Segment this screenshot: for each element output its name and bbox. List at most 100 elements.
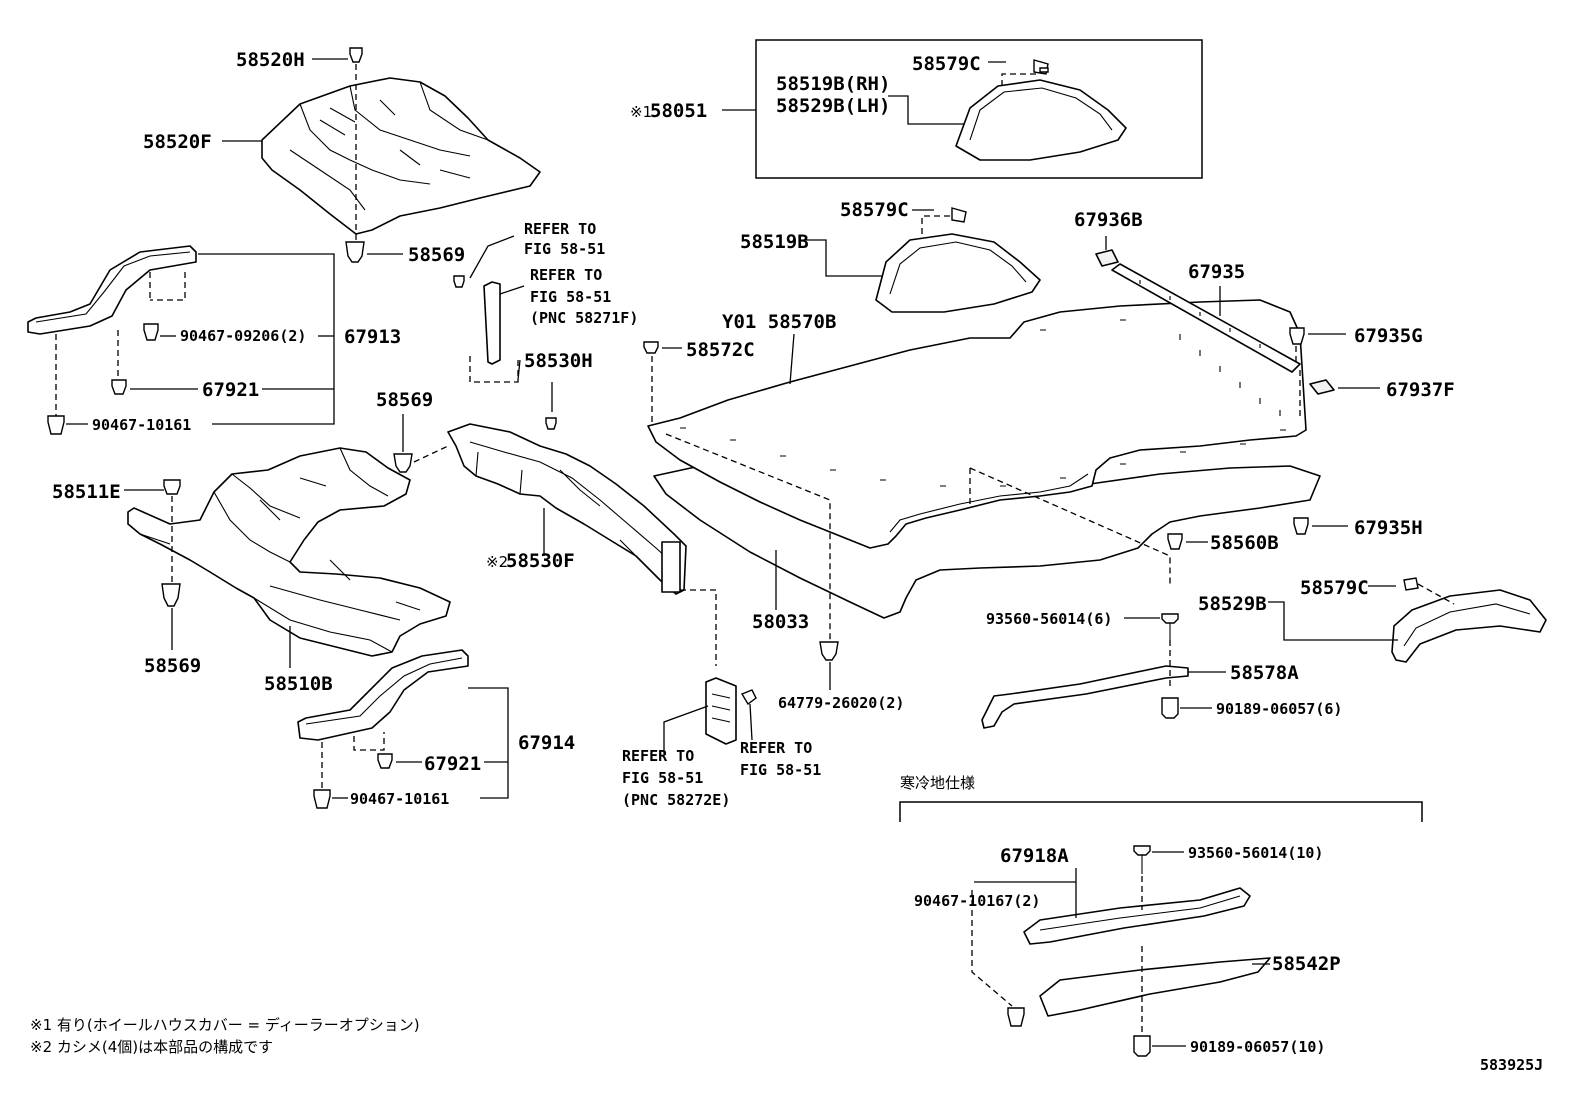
clip-67921-top xyxy=(111,379,127,395)
label-cold-spec: 寒冷地仕様 xyxy=(900,774,975,792)
diagram-code: 583925J xyxy=(1480,1056,1543,1074)
label-93560-6: 93560-56014(6) xyxy=(986,610,1112,628)
refer3-line2: FIG 58-51 xyxy=(622,769,703,787)
clip-67935G xyxy=(1289,327,1305,345)
label-58051: 58051 xyxy=(650,100,707,122)
label-67921-low: 67921 xyxy=(424,753,481,775)
label-58520H: 58520H xyxy=(236,49,305,71)
part-67918A-plate xyxy=(1023,887,1251,945)
refer4-line2: FIG 58-51 xyxy=(740,761,821,779)
clip-58579C-low xyxy=(1403,577,1419,591)
refer3-line3: (PNC 58272E) xyxy=(622,791,730,809)
part-58578A-bracket xyxy=(981,665,1189,729)
clip-58511E xyxy=(163,479,181,495)
label-58519B-RH: 58519B(RH) xyxy=(776,73,890,95)
part-58570B-floor-board xyxy=(647,299,1307,549)
clip-90189-6 xyxy=(1161,697,1179,719)
clip-58520H xyxy=(349,47,363,63)
part-58520F-floor-cover xyxy=(261,77,541,235)
clip-64779 xyxy=(819,641,839,661)
clip-58569-top xyxy=(345,241,365,263)
label-67935: 67935 xyxy=(1188,261,1245,283)
part-67937F-pad xyxy=(1309,379,1335,395)
clip-refer-4 xyxy=(740,689,757,706)
clip-67935H xyxy=(1293,517,1309,535)
mark2-58530F: ※2 xyxy=(486,553,508,571)
part-67914-scuff-plate xyxy=(297,649,469,741)
label-67914: 67914 xyxy=(518,732,575,754)
label-58579C-mid: 58579C xyxy=(840,199,909,221)
clip-58579C-mid xyxy=(951,207,967,223)
label-90467-10161-top: 90467-10161 xyxy=(92,416,191,434)
clip-90467-10161-top xyxy=(47,415,65,435)
part-67935-rail xyxy=(1111,263,1301,373)
refer2-line2: FIG 58-51 xyxy=(530,288,611,306)
label-67918A: 67918A xyxy=(1000,845,1069,867)
label-58529B: 58529B xyxy=(1198,593,1267,615)
clip-90467-10167 xyxy=(1007,1007,1025,1027)
label-58511E: 58511E xyxy=(52,481,121,503)
refer2-line1: REFER TO xyxy=(530,266,602,284)
label-58569-low: 58569 xyxy=(144,655,201,677)
part-58519B-cover xyxy=(875,233,1041,313)
part-58510B-floor-carpet xyxy=(127,447,451,657)
clip-58560B xyxy=(1167,533,1183,550)
label-58570B: Y01 58570B xyxy=(722,311,836,333)
part-bracket-58271F xyxy=(483,281,501,365)
mark1-58051: ※1 xyxy=(630,103,652,121)
part-58542P-panel xyxy=(1039,957,1271,1017)
label-58530F: 58530F xyxy=(506,550,575,572)
refer1-line2: FIG 58-51 xyxy=(524,240,605,258)
label-93560-10: 93560-56014(10) xyxy=(1188,844,1323,862)
clip-90467-09206 xyxy=(143,323,159,341)
label-90467-09206: 90467-09206(2) xyxy=(180,327,306,345)
label-58520F: 58520F xyxy=(143,131,212,153)
label-58569-top: 58569 xyxy=(408,244,465,266)
label-67935H: 67935H xyxy=(1354,517,1423,539)
label-58542P: 58542P xyxy=(1272,953,1341,975)
label-58579C-box: 58579C xyxy=(912,53,981,75)
label-58529B-LH: 58529B(LH) xyxy=(776,95,890,117)
label-90467-10161-low: 90467-10161 xyxy=(350,790,449,808)
label-67935G: 67935G xyxy=(1354,325,1423,347)
label-67937F: 67937F xyxy=(1386,379,1455,401)
clip-93560-6 xyxy=(1161,613,1179,640)
part-58519B-cover-box xyxy=(955,79,1127,161)
box-58051-set xyxy=(755,39,1203,179)
footnote-1: ※1 有り(ホイールハウスカバー = ディーラーオプション) xyxy=(30,1016,420,1034)
part-67936B-pad xyxy=(1095,249,1119,267)
label-58579C-low: 58579C xyxy=(1300,577,1369,599)
part-67913-scuff-plate xyxy=(27,245,197,335)
clip-58569-low xyxy=(161,583,181,607)
footnote-2: ※2 カシメ(4個)は本部品の構成です xyxy=(30,1038,273,1056)
label-58519B: 58519B xyxy=(740,231,809,253)
clip-90467-10161-low xyxy=(313,789,331,809)
clip-93560-10 xyxy=(1133,845,1151,874)
label-58530H: 58530H xyxy=(524,350,593,372)
label-64779: 64779-26020(2) xyxy=(778,694,904,712)
label-58578A: 58578A xyxy=(1230,662,1299,684)
refer1-line1: REFER TO xyxy=(524,220,596,238)
label-67913: 67913 xyxy=(344,326,401,348)
label-67921-top: 67921 xyxy=(202,379,259,401)
clip-67921-low xyxy=(377,753,393,769)
refer4-line1: REFER TO xyxy=(740,739,812,757)
clip-58579C-box xyxy=(1033,59,1049,75)
label-58033: 58033 xyxy=(752,611,809,633)
part-58529B-cover xyxy=(1391,589,1547,663)
clip-58569-mid xyxy=(393,453,413,473)
clip-90189-10 xyxy=(1133,1035,1151,1057)
cold-spec-bracket xyxy=(899,801,1423,822)
label-90467-10167: 90467-10167(2) xyxy=(914,892,1040,910)
label-58560B: 58560B xyxy=(1210,532,1279,554)
label-90189-6: 90189-06057(6) xyxy=(1216,700,1342,718)
label-90189-10: 90189-06057(10) xyxy=(1190,1038,1325,1056)
part-bracket-58272E xyxy=(705,677,737,745)
label-67936B: 67936B xyxy=(1074,209,1143,231)
refer3-line1: REFER TO xyxy=(622,747,694,765)
label-58572C: 58572C xyxy=(686,339,755,361)
part-58530F-center-insulator xyxy=(447,423,687,595)
label-58569-mid: 58569 xyxy=(376,389,433,411)
label-58510B: 58510B xyxy=(264,673,333,695)
